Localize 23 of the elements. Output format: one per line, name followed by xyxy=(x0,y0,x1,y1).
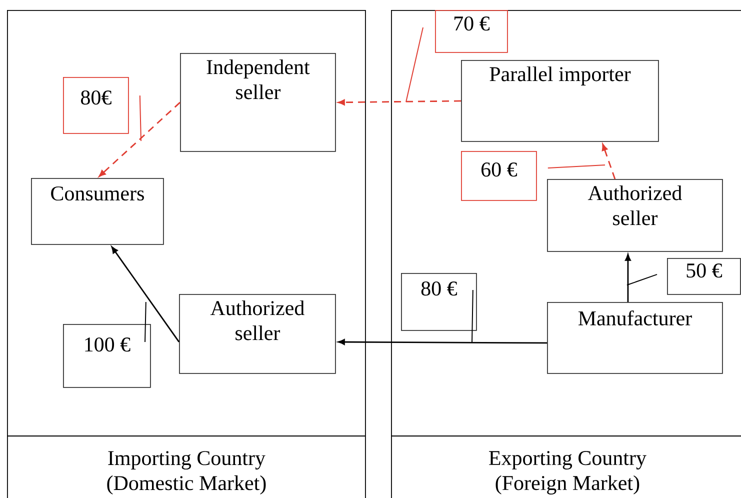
price-box: 50 € xyxy=(667,258,741,295)
actor-box: Manufacturer xyxy=(547,302,723,374)
price-box: 60 € xyxy=(461,151,537,201)
arrow xyxy=(338,339,548,345)
arrow xyxy=(602,144,616,180)
leader-line xyxy=(547,164,606,168)
actor-box: Authorized seller xyxy=(547,179,723,252)
arrow xyxy=(625,254,631,302)
price-box: 80 € xyxy=(401,273,477,331)
arrow xyxy=(338,99,462,106)
arrow xyxy=(98,102,180,177)
arrow xyxy=(111,246,180,342)
price-box: 70 € xyxy=(435,10,508,53)
leader-line xyxy=(144,302,146,342)
actor-box: Consumers xyxy=(31,178,164,245)
actor-box: Authorized seller xyxy=(179,294,336,374)
price-box: 100 € xyxy=(63,324,151,388)
actor-box: Parallel importer xyxy=(461,60,659,142)
leader-line xyxy=(139,94,142,142)
price-box: 80€ xyxy=(63,77,129,134)
actor-box: Independent seller xyxy=(180,53,336,152)
leader-line xyxy=(626,274,658,286)
leader-line xyxy=(472,290,474,342)
